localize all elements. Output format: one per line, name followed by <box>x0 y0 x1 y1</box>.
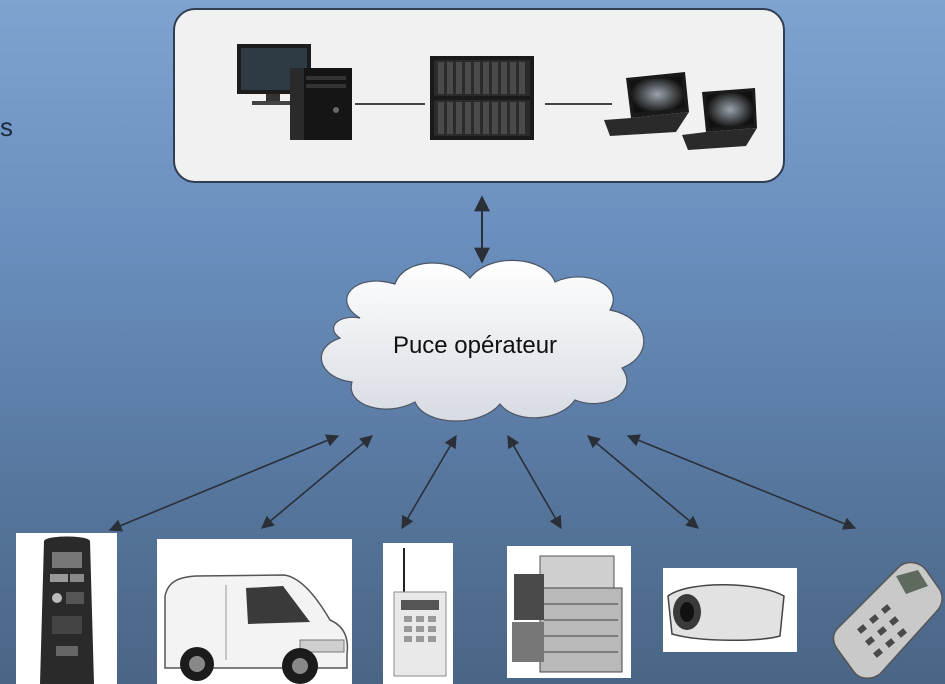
link-cloud-parking-meter <box>108 434 340 532</box>
link-cloud-van <box>261 435 373 529</box>
link-cloud-terminal <box>626 434 857 530</box>
link-cloud-camera <box>587 435 699 529</box>
van-icon <box>157 539 352 684</box>
laptop-icon <box>682 88 757 150</box>
alarm-panel-icon <box>383 543 453 684</box>
parking-meter-icon <box>16 533 117 684</box>
cloud-label: Puce opérateur <box>392 332 558 359</box>
edge-text-fragment: s <box>0 112 13 142</box>
laptop-icon <box>604 72 689 136</box>
desktop-pc-icon <box>237 44 352 140</box>
card-terminal-icon <box>832 561 943 679</box>
camera-housing-icon <box>663 568 797 652</box>
link-cloud-alarm <box>401 434 457 530</box>
server-rack-icon <box>430 56 534 140</box>
cloud-shape <box>320 259 645 422</box>
link-cloud-copier <box>507 434 562 530</box>
copier-icon <box>507 546 631 678</box>
